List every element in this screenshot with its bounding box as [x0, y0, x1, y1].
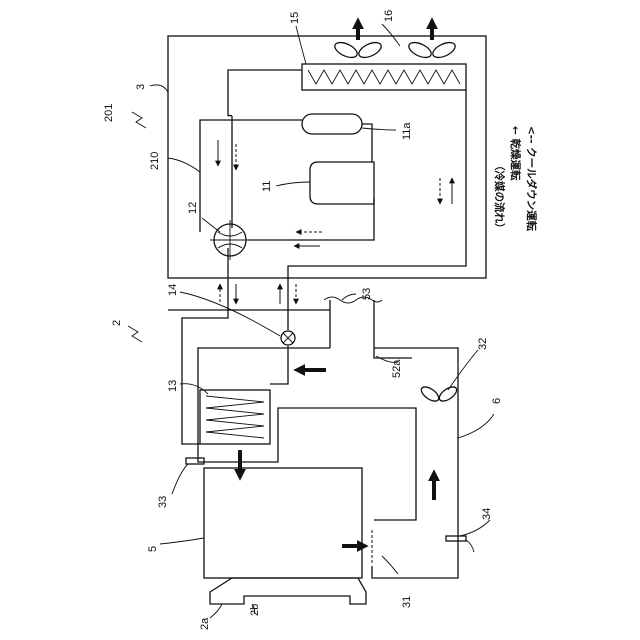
label-13: 13	[167, 380, 179, 392]
label-3: 3	[135, 84, 147, 90]
legend: （冷媒の流れ） ← 乾燥運転 <-- クールダウン運転	[493, 126, 538, 234]
label-210: 210	[149, 152, 161, 170]
label-14: 14	[167, 284, 179, 296]
inner-duct-wall	[198, 348, 416, 520]
legend-title: （冷媒の流れ）	[493, 160, 506, 234]
heat-exchanger	[200, 390, 270, 444]
label-32: 32	[477, 338, 489, 350]
label-53: 53	[361, 288, 373, 300]
label-201: 201	[103, 104, 115, 122]
legend-solid: ← 乾燥運転	[509, 126, 522, 181]
label-15: 15	[289, 12, 301, 24]
fan-left	[333, 39, 384, 60]
accumulator	[302, 114, 362, 134]
expansion-valve	[281, 331, 295, 345]
reference-labels: 201 3 15 16 11a 210 11 12 14 53 2 32 52a…	[103, 10, 503, 630]
label-2: 2	[111, 320, 123, 326]
legend-dashed: <-- クールダウン運転	[525, 126, 538, 232]
label-5: 5	[147, 546, 159, 552]
duct	[324, 297, 382, 348]
sensor-34-wire	[466, 540, 474, 552]
air-circulation-duct	[372, 348, 458, 578]
label-31: 31	[401, 596, 413, 608]
label-34: 34	[481, 508, 493, 520]
sensor-33	[186, 458, 204, 464]
fan-right	[407, 39, 458, 60]
condenser-coil	[308, 70, 460, 84]
label-11: 11	[261, 181, 273, 192]
label-12: 12	[187, 202, 199, 214]
label-16: 16	[383, 10, 395, 22]
dryer-base	[210, 578, 366, 604]
duct-inner-edge	[374, 348, 412, 358]
four-way-valve	[210, 220, 250, 260]
refrigerant-piping	[200, 70, 466, 305]
sensor-34	[446, 536, 466, 541]
compressor	[310, 162, 374, 204]
label-33: 33	[157, 496, 169, 508]
drum	[204, 468, 362, 578]
heat-pump-unit-housing	[168, 36, 486, 278]
label-6: 6	[491, 398, 503, 404]
exhaust-arrows	[358, 22, 432, 40]
label-11a: 11a	[401, 122, 413, 140]
label-2b: 2b	[249, 604, 261, 616]
leader-lines	[128, 24, 494, 618]
flow-arrows-outdoor	[218, 140, 452, 246]
blower-fan	[419, 384, 459, 404]
flow-arrows-connection	[220, 284, 296, 304]
label-2a: 2a	[199, 617, 211, 630]
label-52a: 52a	[391, 359, 403, 378]
